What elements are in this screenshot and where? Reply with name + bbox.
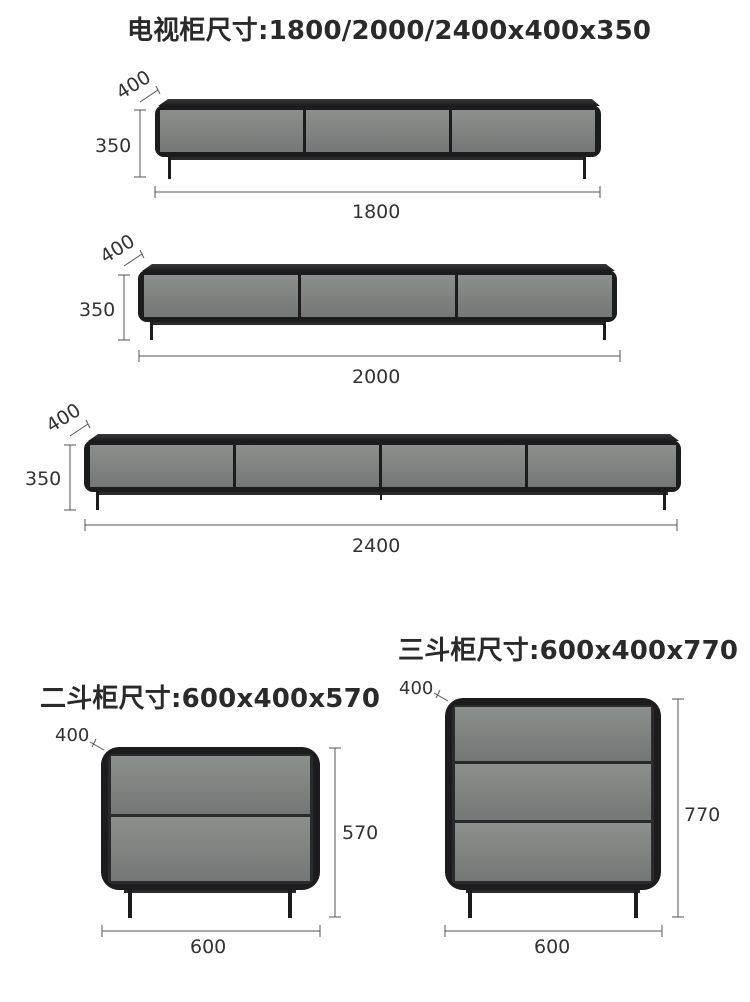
tv-cabinet-2000 xyxy=(138,264,617,340)
two-drawer-dimension-lines xyxy=(89,738,341,937)
two-drawer-size-title: 二斗柜尺寸:600x400x570 xyxy=(40,684,381,714)
three-drawer-width-label: 600 xyxy=(534,936,571,958)
tv3-height-label: 350 xyxy=(25,468,62,490)
tv2-width-label: 2000 xyxy=(352,366,401,388)
two-drawer-width-label: 600 xyxy=(190,936,227,958)
tv1-height-label: 350 xyxy=(95,135,132,157)
two-drawer-height-label: 570 xyxy=(342,822,379,844)
tv2-height-label: 350 xyxy=(79,299,116,321)
tv-cabinet-size-title: 电视柜尺寸:1800/2000/2400x400x350 xyxy=(127,16,652,46)
tv-cabinet-2400-dimension-lines xyxy=(64,419,678,531)
three-drawer-size-title: 三斗柜尺寸:600x400x770 xyxy=(398,636,739,666)
three-drawer-dimension-lines xyxy=(433,689,684,937)
three-drawer-chest xyxy=(445,698,661,918)
three-drawer-depth-label: 400 xyxy=(399,678,434,699)
tv3-width-label: 2400 xyxy=(352,535,401,557)
tv-cabinet-1800 xyxy=(155,99,601,179)
tv-cabinet-1800-dimension-lines xyxy=(134,85,601,198)
two-drawer-depth-label: 400 xyxy=(55,725,90,746)
two-drawer-chest xyxy=(101,747,320,918)
tv-cabinet-2000-dimension-lines xyxy=(118,249,621,362)
three-drawer-height-label: 770 xyxy=(684,804,721,826)
tv1-width-label: 1800 xyxy=(352,201,401,223)
tv-cabinet-2400 xyxy=(84,434,681,510)
